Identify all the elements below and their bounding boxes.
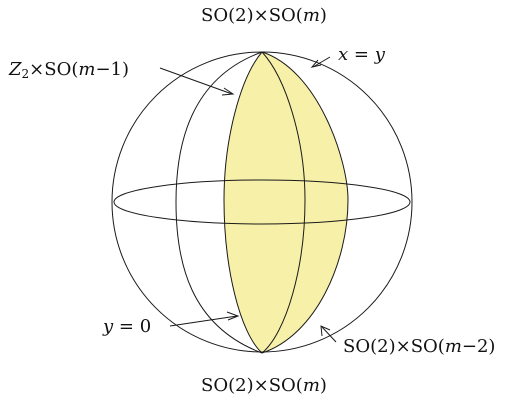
meridian-inner-right xyxy=(261,51,306,354)
left-bottom-label: y = 0 xyxy=(103,316,152,337)
right-top-label: x = y xyxy=(338,44,385,65)
equator xyxy=(113,179,411,225)
left-top-label: Z2×SO(m−1) xyxy=(9,59,130,81)
top-pole-label: SO(2)×SO(m) xyxy=(201,5,327,26)
meridian-inner-left xyxy=(223,51,263,354)
meridian-right xyxy=(261,51,349,354)
highlighted-region xyxy=(224,52,348,353)
right-bottom-label: SO(2)×SO(m−2) xyxy=(343,336,496,357)
bottom-pole-label: SO(2)×SO(m) xyxy=(201,375,327,396)
arrow-right-bottom xyxy=(320,325,337,343)
arrow-left-top xyxy=(159,67,235,96)
arrow-right-top xyxy=(310,56,331,68)
arrow-left-bottom xyxy=(169,311,240,327)
